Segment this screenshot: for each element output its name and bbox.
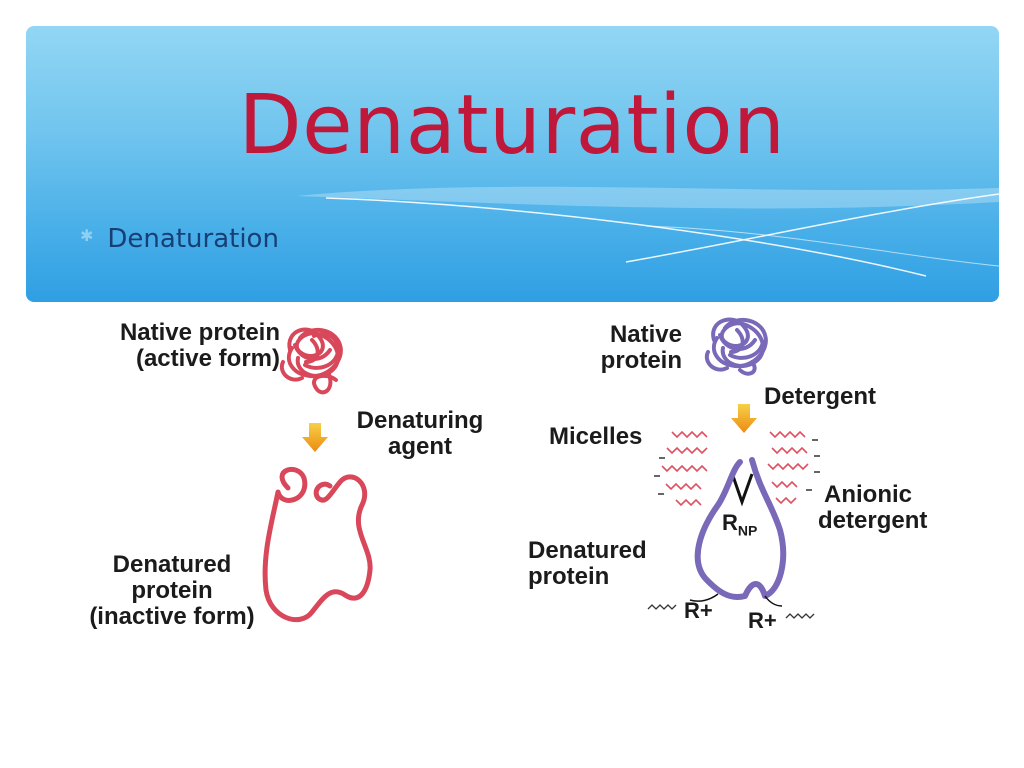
- label-micelles: Micelles: [549, 423, 643, 450]
- label-r-plus-left: R+: [684, 598, 713, 623]
- label-line: Native: [609, 321, 682, 348]
- label-line: Anionic: [824, 481, 912, 508]
- label-np-sub: NP: [737, 522, 758, 539]
- label-line: protein: [131, 577, 213, 604]
- zigzag-right-icon: [785, 613, 815, 619]
- micelle-squiggles-right-icon: [767, 430, 809, 505]
- native-protein-purple-coil-icon: [704, 317, 768, 376]
- minus-signs-right: [806, 439, 820, 491]
- header-wave-decoration: [296, 186, 999, 277]
- micelle-squiggles-left-icon: [661, 430, 708, 507]
- label-denaturing-agent: Denaturing agent: [340, 408, 500, 460]
- label-line: Native protein: [119, 319, 280, 346]
- label-r-np: RNP: [722, 510, 757, 543]
- denatured-protein-red-loop-icon: [262, 466, 373, 623]
- down-arrow-right-icon: [731, 404, 757, 433]
- label-line: (inactive form): [89, 603, 255, 630]
- label-denatured-protein-right: Denatured protein: [528, 538, 647, 590]
- bullet-item: ✱ Denaturation: [80, 224, 279, 254]
- v-mark: [731, 473, 754, 507]
- label-line: agent: [387, 433, 452, 460]
- down-arrow-left-icon: [302, 423, 328, 452]
- label-line: Denatured: [528, 537, 647, 564]
- label-line: detergent: [818, 507, 928, 534]
- label-line: Denaturing: [356, 407, 484, 434]
- zigzag-left-icon: [647, 604, 677, 610]
- native-protein-red-coil-icon: [279, 327, 343, 395]
- label-line: protein: [528, 563, 610, 590]
- label-detergent: Detergent: [764, 383, 877, 410]
- label-native-protein-active: Native protein (active form): [74, 320, 280, 372]
- header-band: [26, 26, 999, 302]
- label-line: protein: [600, 347, 682, 374]
- bullet-star-icon: ✱: [80, 226, 94, 245]
- denatured-protein-purple-loop-icon: [694, 457, 787, 600]
- label-native-protein: Native protein: [570, 322, 682, 374]
- label-line: Denatured: [112, 551, 232, 578]
- minus-signs-left: [654, 457, 665, 495]
- label-r-plus-right: R+: [748, 608, 777, 633]
- slide-title: Denaturation: [238, 78, 786, 173]
- label-r: R: [722, 510, 738, 535]
- label-anionic-detergent: Anionic detergent: [818, 482, 927, 534]
- protein-tail-right: [764, 595, 783, 607]
- bullet-text: Denaturation: [107, 224, 279, 254]
- label-line: (active form): [135, 345, 280, 372]
- label-denatured-protein-inactive: Denatured protein (inactive form): [72, 552, 272, 630]
- protein-tail-left: [689, 593, 719, 602]
